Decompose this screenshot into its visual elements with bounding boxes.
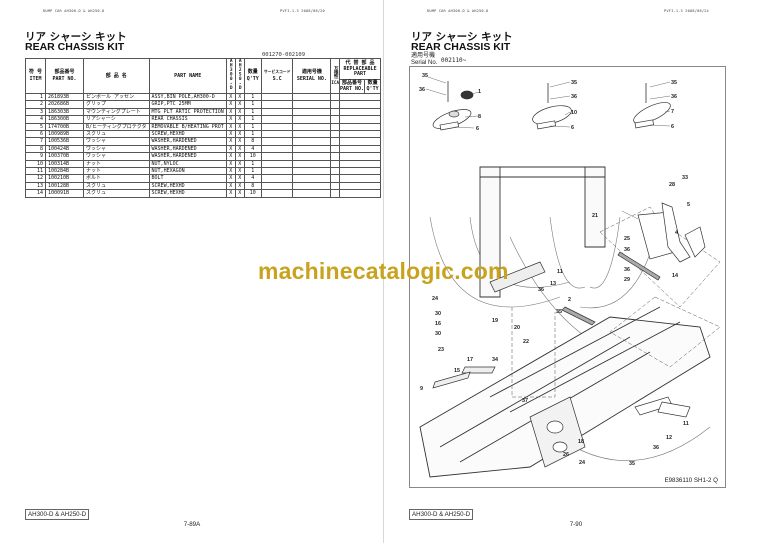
col-part-name-jp: 部 品 名 — [83, 58, 150, 94]
callout-17: 17 — [467, 357, 473, 363]
callout-6: 6 — [671, 124, 674, 130]
callout-24: 24 — [579, 460, 585, 466]
callout-5: 5 — [687, 202, 690, 208]
col-part-no: 部品番号 PART NO. — [45, 58, 84, 94]
header-left: DUMP CAR AH300-D & AH250-D — [43, 9, 105, 13]
callout-25: 25 — [624, 236, 630, 242]
callout-4: 4 — [675, 230, 678, 236]
callout-26: 26 — [563, 452, 569, 458]
callout-35: 35 — [671, 80, 677, 86]
page-title: REAR CHASSIS KIT — [411, 41, 511, 53]
callout-36: 36 — [653, 445, 659, 451]
callout-6: 6 — [571, 125, 574, 131]
col-serial-no: 適用号機 SERIAL NO. — [292, 58, 332, 94]
callout-36: 36 — [624, 247, 630, 253]
col-service-code: サービスコード S.C — [260, 58, 294, 94]
callout-12: 12 — [666, 435, 672, 441]
col-part-name: PART NAME — [148, 58, 227, 94]
callout-35: 35 — [571, 80, 577, 86]
right-page: DUMP CAR AH300-D & AH250-D PVFI-1-3 2008… — [384, 0, 768, 543]
callout-20: 20 — [514, 325, 520, 331]
callout-30: 30 — [435, 331, 441, 337]
model-label: AH300-D & AH250-D — [25, 509, 90, 520]
callout-2: 2 — [568, 297, 571, 303]
callout-36: 36 — [419, 87, 425, 93]
title-japanese: リア シャーシ キット — [25, 31, 127, 43]
col-item: 符 号 ITEM — [25, 58, 46, 94]
callout-37: 37 — [522, 398, 528, 404]
callout-35: 35 — [629, 461, 635, 467]
model-label: AH300-D & AH250-D — [409, 509, 474, 520]
callout-6: 6 — [476, 126, 479, 132]
callout-33: 33 — [682, 175, 688, 181]
callout-14: 14 — [672, 273, 678, 279]
callout-36: 36 — [538, 287, 544, 293]
col-model-ah300: AH300-D — [225, 58, 236, 94]
page-divider — [383, 0, 384, 543]
callout-35: 35 — [422, 73, 428, 79]
callout-24: 24 — [432, 296, 438, 302]
page-title: REAR CHASSIS KIT — [25, 41, 125, 53]
header-right: PVFI-1-3 2008/06/24 — [664, 9, 709, 13]
col-ica: 互換性 ICA — [330, 58, 340, 94]
callout-11: 11 — [557, 269, 563, 275]
callout-8: 8 — [478, 114, 481, 120]
serial-range: 001270-002109 — [262, 52, 306, 58]
callout-9: 9 — [420, 386, 423, 392]
col-qty: 数量 Q'TY — [243, 58, 262, 94]
col-replaceable-part: 代 替 部 品 REPLACEABLE PART 部品番号 PART NO. 数… — [338, 58, 382, 94]
callout-10: 10 — [571, 110, 577, 116]
callout-21: 21 — [592, 213, 598, 219]
header-left: DUMP CAR AH300-D & AH250-D — [427, 9, 489, 13]
callout-36: 36 — [624, 267, 630, 273]
callout-28: 28 — [669, 182, 675, 188]
col-model-ah250: AH250-D — [234, 58, 245, 94]
callout-11: 11 — [683, 421, 689, 427]
watermark: machinecatalogic.com — [258, 258, 509, 284]
drawing-number: E9836110 SH1-2 Q — [664, 477, 718, 484]
callout-13: 13 — [550, 281, 556, 287]
callout-29: 29 — [624, 277, 630, 283]
page-number: 7-89A — [183, 521, 201, 528]
serial-label: 適用号機 Serial No. — [411, 53, 438, 66]
serial-value: 002110~ — [441, 57, 467, 64]
callout-18: 18 — [578, 439, 584, 445]
callout-35: 35 — [556, 309, 562, 315]
header-right: PVFI-1-3 2008/06/20 — [280, 9, 325, 13]
chassis-diagram-drawing: 35 36 1 8 6 35 36 10 6 35 36 7 6 33 28 5… — [419, 73, 721, 478]
left-page: DUMP CAR AH300-D & AH250-D PVFI-1-3 2008… — [25, 9, 382, 528]
exploded-parts-diagram: 35 36 1 8 6 35 36 10 6 35 36 7 6 33 28 5… — [409, 66, 726, 488]
callout-23: 23 — [438, 347, 444, 353]
callout-19: 19 — [492, 318, 498, 324]
callout-36: 36 — [671, 94, 677, 100]
callout-15: 15 — [454, 368, 460, 374]
parts-table: 符 号 ITEM 部品番号 PART NO. 部 品 名 PART NAME A… — [25, 58, 382, 198]
callout-1: 1 — [478, 89, 481, 95]
callout-36: 36 — [571, 94, 577, 100]
callout-7: 7 — [671, 109, 674, 115]
callout-30: 30 — [435, 311, 441, 317]
page-number: 7-90 — [569, 521, 583, 528]
callout-34: 34 — [492, 357, 498, 363]
title-japanese: リア シャーシ キット — [411, 31, 513, 43]
callout-16: 16 — [435, 321, 441, 327]
callout-22: 22 — [523, 339, 529, 345]
